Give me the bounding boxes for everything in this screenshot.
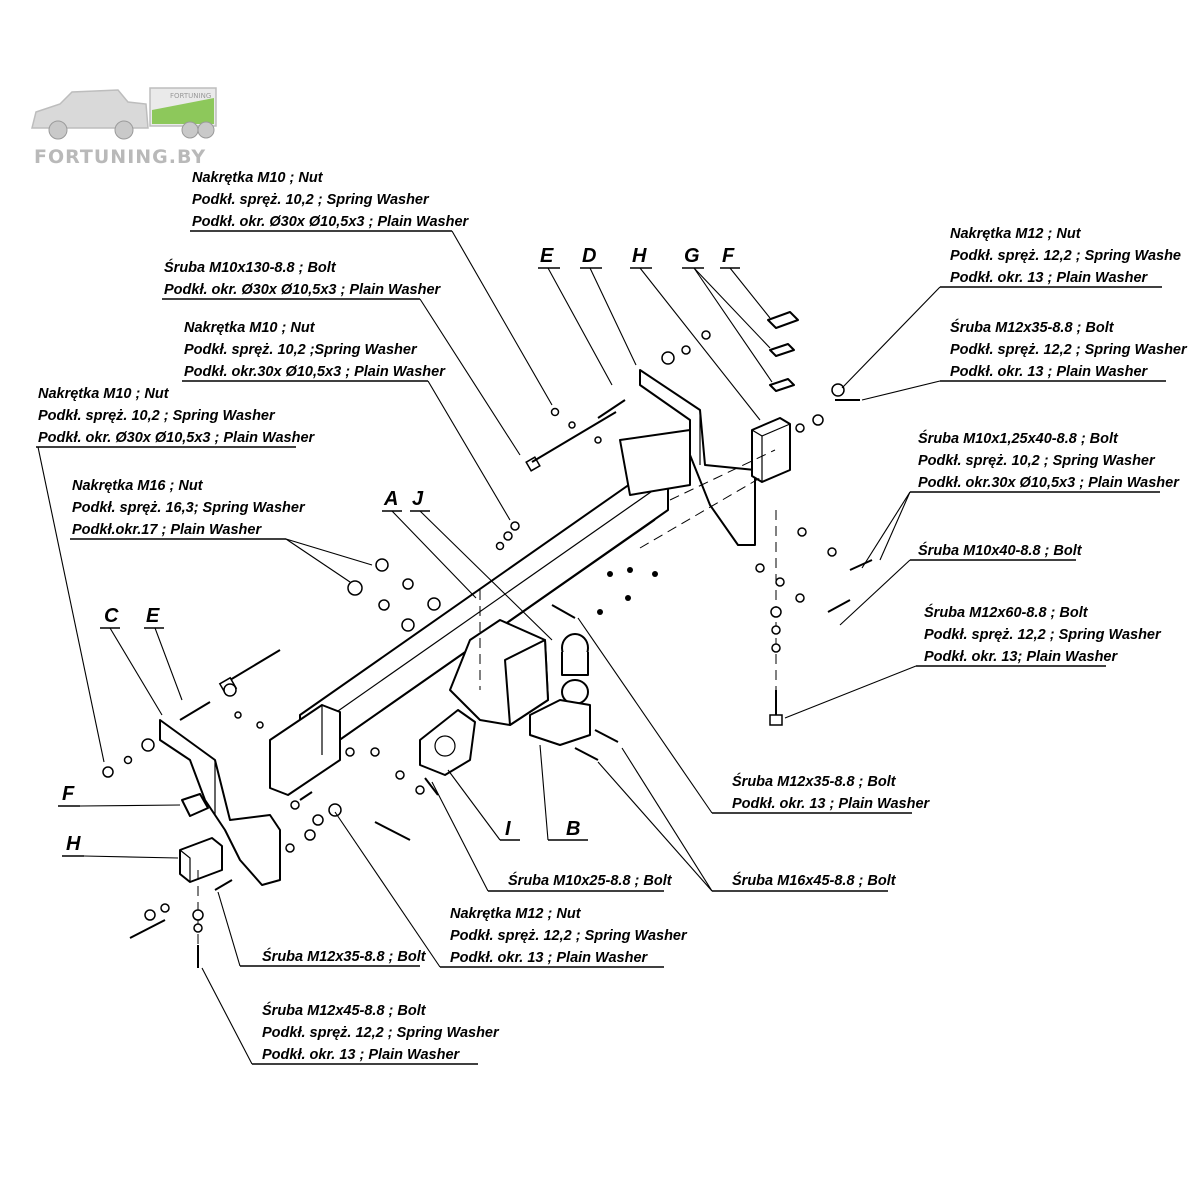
callout-line: Podkł. spręż. 12,2 ; Spring Washer <box>262 1025 500 1041</box>
callout-line: Podkł. okr. Ø30x Ø10,5x3 ; Plain Washer <box>38 430 316 446</box>
callout-m12-nut-left: Nakrętka M12 ; Nut Podkł. spręż. 12,2 ; … <box>334 811 688 968</box>
letter-e-left: E <box>146 605 160 627</box>
callout-line: Śruba M10x25-8.8 ; Bolt <box>508 871 673 889</box>
callout-m12x35-bolt-left: Śruba M12x35-8.8 ; Bolt <box>217 891 427 967</box>
callout-line: Śruba M12x45-8.8 ; Bolt <box>262 1001 427 1019</box>
callout-line: Podkł. okr. 13 ; Plain Washer <box>732 796 931 812</box>
letter-labels: E D H G F A J C E F H I <box>58 245 773 859</box>
socket-plate-i <box>419 709 476 776</box>
callout-line: Podkł. okr. 13 ; Plain Washer <box>950 364 1149 380</box>
callout-line: Śruba M16x45-8.8 ; Bolt <box>732 871 897 889</box>
letter-b: B <box>566 818 580 840</box>
letter-c: C <box>104 605 119 627</box>
callout-m10-nut-top: Nakrętka M10 ; Nut Podkł. spręż. 10,2 ; … <box>190 170 553 406</box>
left-mount-plate-f <box>181 793 209 817</box>
truck-trailer-logo-icon: FORTUNING <box>31 87 217 140</box>
callout-line: Podkł. spręż. 12,2 ; Spring Washer <box>924 627 1162 643</box>
callout-line: Nakrętka M12 ; Nut <box>450 906 582 922</box>
letter-f-left: F <box>62 783 75 805</box>
callout-line: Nakrętka M12 ; Nut <box>950 226 1082 242</box>
callout-line: Podkł. okr. 13 ; Plain Washer <box>950 270 1149 286</box>
callout-line: Nakrętka M10 ; Nut <box>192 170 324 186</box>
callout-line: Podkł. okr. Ø30x Ø10,5x3 ; Plain Washer <box>192 214 470 230</box>
bolts-group <box>129 399 873 968</box>
callout-line: Śruba M10x130-8.8 ; Bolt <box>164 258 337 276</box>
left-beam-end-plate <box>269 704 341 796</box>
letter-e-top: E <box>540 245 554 267</box>
callout-m10x25-bolt: Śruba M10x25-8.8 ; Bolt <box>431 781 673 892</box>
right-side-bracket-d <box>619 369 756 546</box>
callout-line: Podkł. okr.30x Ø10,5x3 ; Plain Washer <box>184 364 446 380</box>
callout-line: Śruba M12x35-8.8 ; Bolt <box>732 772 897 790</box>
callout-line: Nakrętka M16 ; Nut <box>72 478 204 494</box>
callout-m10-nut-left: Nakrętka M10 ; Nut Podkł. spręż. 10,2 ; … <box>36 386 316 763</box>
callout-line: Podkł. spręż. 12,2 ; Spring Washe <box>950 248 1181 264</box>
left-side-bracket-c <box>159 719 281 886</box>
callout-line: Podkł. spręż. 10,2 ;Spring Washer <box>184 342 418 358</box>
callout-m16-nut: Nakrętka M16 ; Nut Podkł. spręż. 16,3; S… <box>70 478 373 583</box>
right-mount-plate-h <box>751 417 791 483</box>
callout-line: Podkł. spręż. 10,2 ; Spring Washer <box>38 408 276 424</box>
callout-m10x40-bolt: Śruba M10x40-8.8 ; Bolt <box>839 541 1083 626</box>
towbar-drawing <box>102 311 873 968</box>
letter-g-top: G <box>684 245 700 267</box>
callout-line: Śruba M12x35-8.8 ; Bolt <box>950 318 1115 336</box>
callout-m12x35-bolt-right: Śruba M12x35-8.8 ; Bolt Podkł. spręż. 12… <box>861 318 1188 401</box>
callout-m12x45-bolt: Śruba M12x45-8.8 ; Bolt Podkł. spręż. 12… <box>201 967 500 1065</box>
letter-f-top: F <box>722 245 735 267</box>
callout-m12-nut-right: Nakrętka M12 ; Nut Podkł. spręż. 12,2 ; … <box>841 226 1181 389</box>
callout-line: Podkł. spręż. 10,2 ; Spring Washer <box>918 453 1156 469</box>
callout-line: Podkł. okr.30x Ø10,5x3 ; Plain Washer <box>918 475 1180 491</box>
letter-h-left: H <box>66 833 81 855</box>
ball-mount-plate-j <box>449 619 549 726</box>
part-callouts: Nakrętka M10 ; Nut Podkł. spręż. 10,2 ; … <box>36 170 1188 1065</box>
callout-line: Śruba M12x35-8.8 ; Bolt <box>262 947 427 965</box>
callout-line: Podkł. spręż. 12,2 ; Spring Washer <box>950 342 1188 358</box>
callout-m12x60-bolt: Śruba M12x60-8.8 ; Bolt Podkł. spręż. 12… <box>784 603 1162 719</box>
fortuning-logo: FORTUNING FORTUNING.BY <box>31 87 217 168</box>
logo-text: FORTUNING.BY <box>34 146 206 168</box>
callout-line: Nakrętka M10 ; Nut <box>38 386 170 402</box>
callout-line: Podkł. okr. 13 ; Plain Washer <box>450 950 649 966</box>
letter-d-top: D <box>582 245 596 267</box>
washers-and-nuts-group <box>102 330 845 933</box>
callout-line: Podkł. okr. 13; Plain Washer <box>924 649 1118 665</box>
callout-line: Podkł. spręż. 16,3; Spring Washer <box>72 500 306 516</box>
callout-m12x35-bolt-center: Śruba M12x35-8.8 ; Bolt Podkł. okr. 13 ;… <box>577 617 931 814</box>
callout-line: Podkł. okr. 13 ; Plain Washer <box>262 1047 461 1063</box>
callout-line: Podkł.okr.17 ; Plain Washer <box>72 522 262 538</box>
callout-m10x125x40-bolt: Śruba M10x1,25x40-8.8 ; Bolt Podkł. sprę… <box>861 429 1180 569</box>
callout-line: Podkł. okr. Ø30x Ø10,5x3 ; Plain Washer <box>164 282 442 298</box>
callout-line: Nakrętka M10 ; Nut <box>184 320 316 336</box>
letter-a: A <box>383 488 398 510</box>
letter-h-top: H <box>632 245 647 267</box>
callout-line: Podkł. spręż. 12,2 ; Spring Washer <box>450 928 688 944</box>
right-small-plates-g-f <box>767 311 799 392</box>
callout-line: Śruba M10x40-8.8 ; Bolt <box>918 541 1083 559</box>
left-mount-plate-h <box>179 837 223 883</box>
tow-ball-b <box>529 633 591 746</box>
callout-m10-nut-center: Nakrętka M10 ; Nut Podkł. spręż. 10,2 ;S… <box>182 320 511 521</box>
letter-i: I <box>505 818 511 840</box>
callout-line: Śruba M10x1,25x40-8.8 ; Bolt <box>918 429 1119 447</box>
callout-m16x45-bolt: Śruba M16x45-8.8 ; Bolt <box>597 747 897 892</box>
letter-j: J <box>412 488 424 510</box>
trailer-logo-text: FORTUNING <box>170 92 211 100</box>
callout-line: Śruba M12x60-8.8 ; Bolt <box>924 603 1089 621</box>
callout-line: Podkł. spręż. 10,2 ; Spring Washer <box>192 192 430 208</box>
callout-m10x130-bolt: Śruba M10x130-8.8 ; Bolt Podkł. okr. Ø30… <box>162 258 521 456</box>
